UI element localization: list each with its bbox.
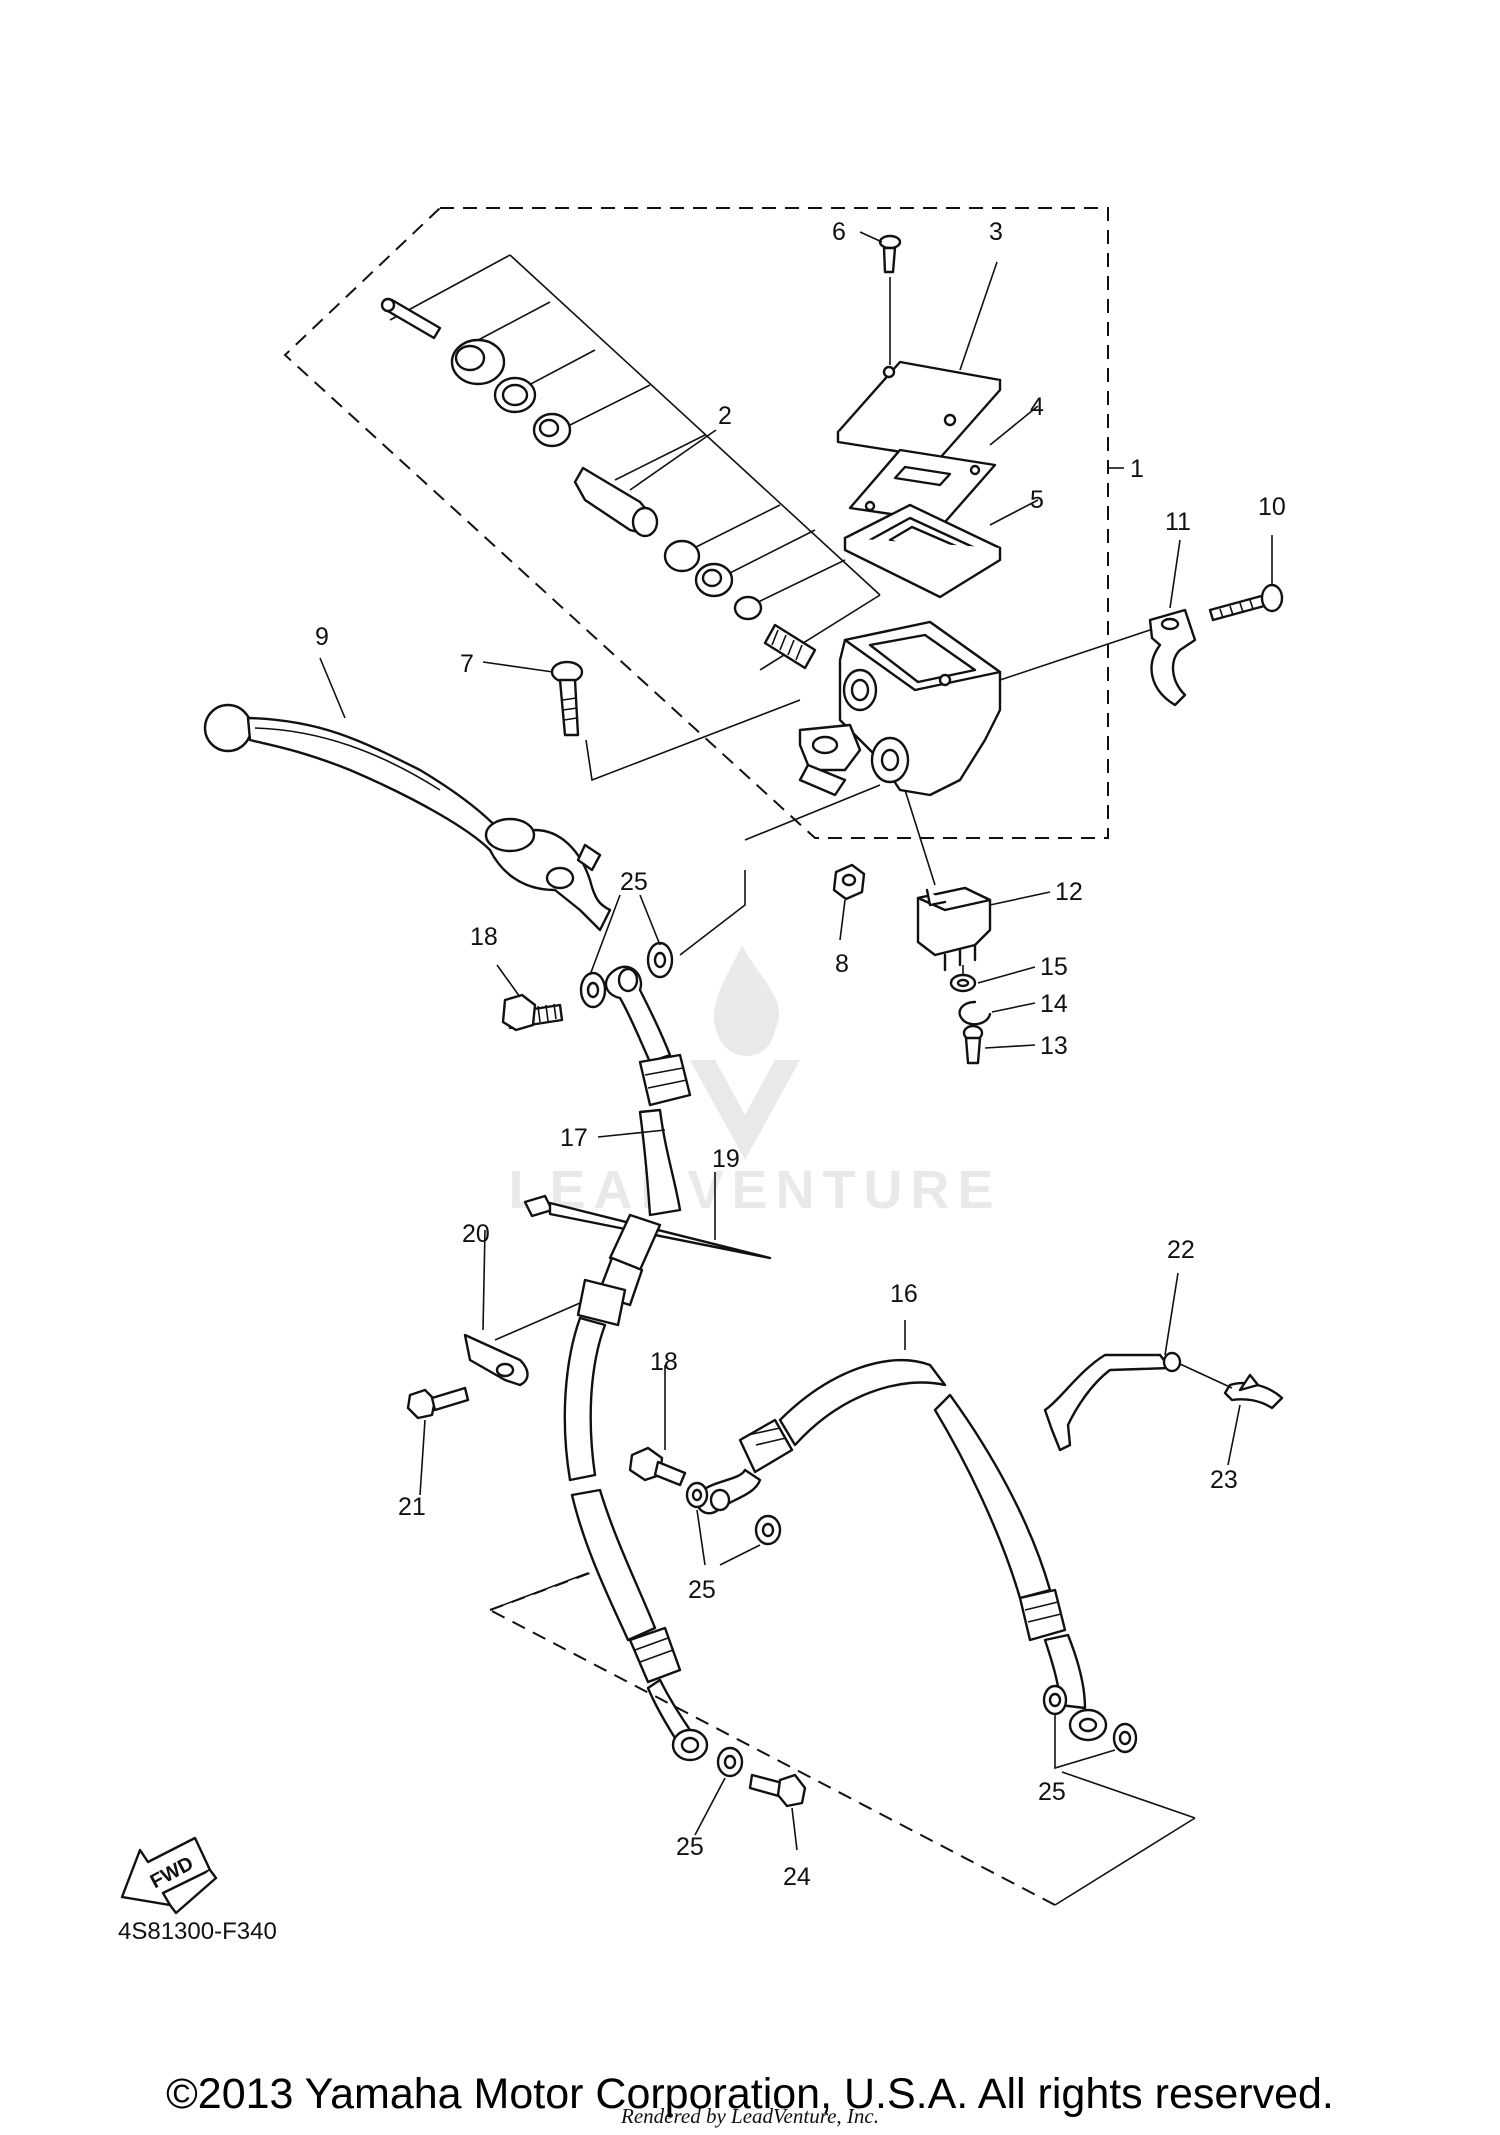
copper-washer-bottom	[716, 1746, 744, 1778]
leader-lines	[319, 231, 1273, 1851]
hose-bracket	[1043, 1351, 1182, 1452]
diaphragm	[843, 503, 1002, 599]
callout-2: 2	[718, 402, 732, 430]
forward-direction-arrow: FWD	[120, 1836, 218, 1915]
callout-15: 15	[1040, 953, 1068, 981]
diaphragm-plate	[848, 448, 997, 524]
callout-25-upper: 25	[620, 868, 648, 896]
circlip	[493, 376, 537, 414]
callout-11: 11	[1165, 508, 1191, 536]
assembly-outline	[283, 207, 1109, 839]
piston	[573, 466, 659, 538]
callout-16: 16	[890, 1280, 918, 1308]
leadventure-watermark: LEADVENTURE	[508, 945, 1001, 1220]
callout-25-right: 25	[1038, 1778, 1066, 1806]
callout-25-mid: 25	[688, 1576, 716, 1604]
callout-18: 18	[470, 923, 498, 951]
watermark-text: LEADVENTURE	[508, 1160, 1001, 1220]
copper-washer-upper-left	[579, 971, 607, 1009]
copper-washer-right-a	[1042, 1684, 1068, 1716]
callout-24: 24	[783, 1863, 811, 1891]
piston-kit-frame	[389, 254, 881, 671]
union-bolt-upper	[501, 993, 564, 1032]
callout-18-lower: 18	[650, 1348, 678, 1376]
copyright-notice: ©2013 Yamaha Motor Corporation, U.S.A. A…	[166, 2070, 1334, 2118]
union-bolt-bottom	[748, 1773, 807, 1808]
brake-hose-upper	[604, 965, 692, 1217]
callout-labels: 1 2 3 4 5 6 7 8 9 10 11 12 13 14 15 16 1…	[315, 218, 1286, 1891]
callout-14: 14	[1040, 990, 1068, 1018]
spring	[763, 623, 817, 670]
switch-screw	[962, 1024, 984, 1065]
callout-20: 20	[462, 1220, 490, 1248]
primary-cup	[663, 539, 734, 598]
holder-bracket	[1148, 608, 1197, 707]
copper-washer-right-b	[1112, 1722, 1138, 1754]
boot	[450, 338, 506, 386]
callout-6: 6	[832, 218, 846, 246]
callout-1: 1	[1130, 455, 1144, 483]
union-bolt-lower	[628, 1446, 687, 1487]
callout-13: 13	[1040, 1032, 1068, 1060]
holder-bolt	[1208, 583, 1284, 622]
callout-7: 7	[460, 650, 474, 678]
brake-switch	[916, 886, 992, 972]
washer-cup	[532, 412, 572, 448]
brake-lever	[203, 703, 612, 932]
callout-25-bottom: 25	[676, 1833, 704, 1861]
lock-washer	[958, 1000, 992, 1026]
small-circlip	[733, 595, 763, 621]
cap-screw	[878, 234, 902, 274]
callout-9: 9	[315, 623, 329, 651]
copper-washer-upper-right	[646, 941, 674, 979]
brake-hose-right	[695, 1358, 1108, 1742]
callout-4: 4	[1030, 393, 1044, 421]
copper-washer-mid-left	[685, 1481, 709, 1509]
diagram-code: 4S81300-F340	[118, 1918, 277, 1945]
copper-washer-mid-right	[754, 1514, 782, 1546]
callout-22: 22	[1167, 1236, 1195, 1264]
callout-10: 10	[1258, 493, 1286, 521]
callout-5: 5	[1030, 486, 1044, 514]
hose-clip	[1223, 1373, 1284, 1410]
reservoir-cap	[836, 360, 1002, 460]
callout-19: 19	[712, 1145, 740, 1173]
clamp-bolt	[406, 1386, 470, 1420]
hose-clamp	[463, 1333, 529, 1387]
pivot-bolt	[550, 660, 584, 737]
cable-tie	[523, 1194, 772, 1260]
rendered-by-notice: Rendered by LeadVenture, Inc.	[621, 2104, 879, 2128]
callout-21: 21	[398, 1493, 426, 1521]
callout-23: 23	[1210, 1466, 1238, 1494]
plain-washer	[949, 973, 977, 993]
callout-8: 8	[835, 950, 849, 978]
brake-hose-lower	[563, 1213, 709, 1762]
callout-17: 17	[560, 1124, 588, 1152]
master-cylinder-body	[798, 620, 1002, 797]
callout-12: 12	[1055, 878, 1083, 906]
piston-rod	[380, 297, 442, 340]
locknut	[832, 863, 866, 901]
callout-3: 3	[989, 218, 1003, 246]
